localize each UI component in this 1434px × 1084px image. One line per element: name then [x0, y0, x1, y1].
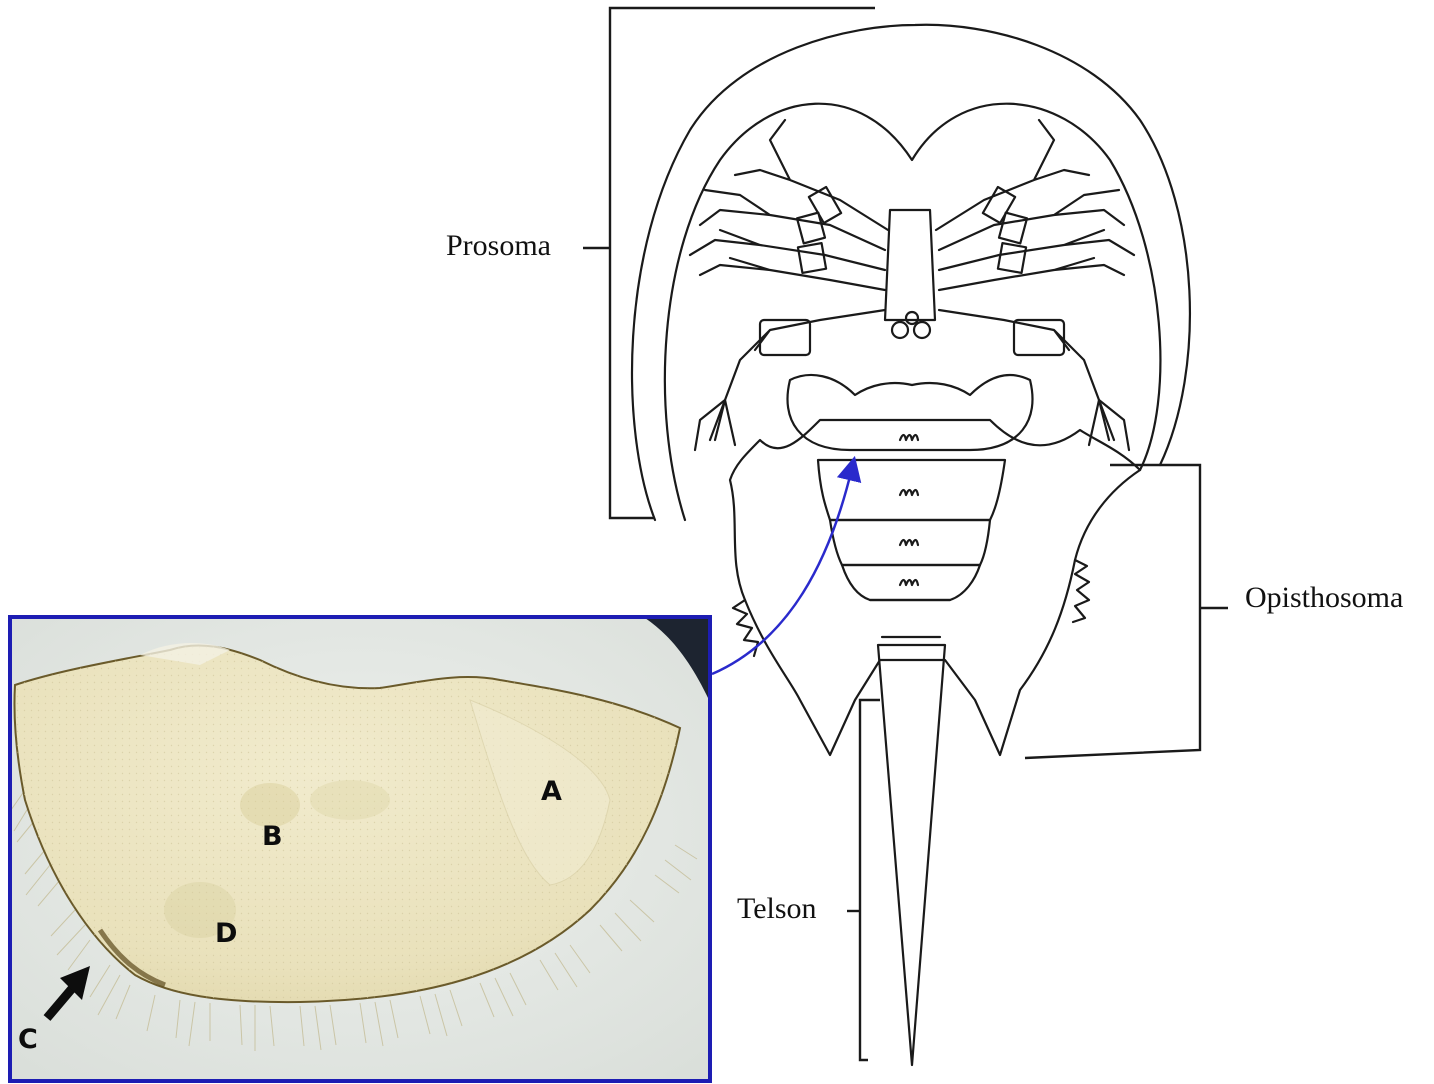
- inset-photo: A B D C: [11, 618, 709, 1080]
- serration-right: [1073, 560, 1089, 622]
- plate-notch-1: [900, 435, 918, 440]
- plate-notch-3: [900, 540, 918, 545]
- inset-label-a: A: [541, 776, 562, 807]
- stain-center: [310, 780, 390, 820]
- gill-plate-2: [830, 520, 990, 565]
- prosoma-bracket: [610, 8, 875, 518]
- right-coxa: [1014, 320, 1064, 355]
- operculum: [788, 375, 1033, 450]
- plate-notch-2: [900, 490, 918, 495]
- label-prosoma: Prosoma: [446, 229, 551, 263]
- left-coxa: [760, 320, 810, 355]
- central-body: [885, 210, 935, 320]
- mouth-part-center: [906, 312, 918, 324]
- plate-notch-4: [900, 580, 918, 585]
- inset-label-b: B: [262, 821, 283, 852]
- telson-spine: [878, 645, 945, 1065]
- opisthosoma-bracket: [1025, 465, 1200, 758]
- crab-outline: [632, 25, 1190, 1065]
- label-telson: Telson: [737, 892, 817, 926]
- mouth-part-right: [914, 322, 930, 338]
- inset-label-c: C: [18, 1024, 38, 1055]
- telson-bracket: [860, 700, 880, 1060]
- label-opisthosoma: Opisthosoma: [1245, 581, 1403, 615]
- left-joint-1: [809, 187, 841, 223]
- mouth-part-left: [892, 322, 908, 338]
- opisthosoma-shield: [730, 420, 1140, 755]
- right-joint-3: [998, 243, 1026, 273]
- right-joint-1: [983, 187, 1015, 223]
- left-joint-3: [798, 243, 826, 273]
- inset-label-d: D: [215, 918, 237, 949]
